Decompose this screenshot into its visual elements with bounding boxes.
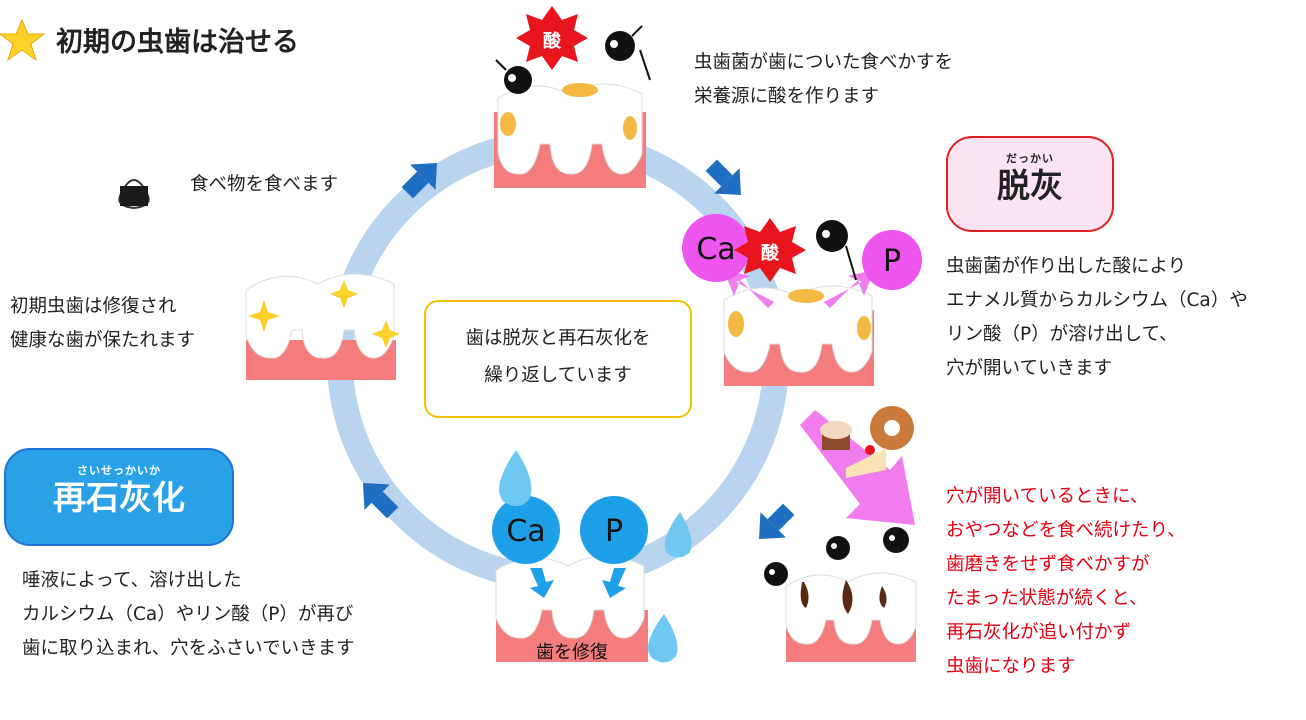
tooth-top — [494, 83, 646, 188]
step-eat-text: 食べ物を食べます — [190, 174, 339, 195]
acid-burst-right — [734, 218, 806, 282]
dissolve-arrows — [724, 270, 874, 308]
p-ion-magenta — [862, 230, 922, 290]
tooth-right — [723, 285, 874, 386]
p-label-blue: P — [605, 514, 623, 549]
page-title: 初期の虫歯は治せる — [56, 27, 299, 58]
arrow-top-right — [705, 159, 741, 195]
p-ion-blue — [580, 496, 648, 564]
tooth-left — [245, 273, 396, 380]
acid-label-top: 酸 — [543, 30, 562, 52]
ca-ion-magenta — [682, 214, 750, 282]
step-repaired-text: 初期虫歯は修復され 健康な歯が保たれます — [10, 296, 196, 351]
acid-burst-top — [516, 6, 588, 70]
warning-text: 穴が開いているときに、 おやつなどを食べ続けたり、 歯磨きをせず食べかすが たま… — [946, 486, 1186, 677]
saiseki-label: さいせっかいか 再石灰化 — [4, 448, 234, 546]
germs-cavity — [764, 527, 909, 586]
step-saiseki-text: 唾液によって、溶け出した カルシウム（Ca）やリン酸（P）が再び 歯に取り込まれ… — [22, 570, 355, 659]
cycle-arrows — [363, 159, 795, 539]
star-icon — [0, 18, 50, 62]
step-top-text: 虫歯菌が歯についた食べかすを 栄養源に酸を作ります — [694, 52, 954, 107]
onigiri-icon — [118, 179, 150, 210]
ca-ion-blue — [492, 496, 560, 564]
acid-label-right: 酸 — [761, 242, 780, 264]
arrow-bottom-right — [759, 503, 795, 539]
repair-label: 歯を修復 — [536, 642, 608, 663]
arrow-top-left — [401, 163, 437, 199]
germs-top — [495, 25, 651, 94]
absorb-arrows — [530, 568, 626, 598]
step-dakkai-text: 虫歯菌が作り出した酸により エナメル質からカルシウム（Ca）や リン酸（P）が溶… — [946, 256, 1248, 379]
saliva-drops — [499, 450, 692, 663]
dakkai-label: だっかい 脱灰 — [946, 136, 1114, 232]
sweets-icon — [820, 406, 914, 478]
sparkle-icons — [248, 280, 400, 348]
tooth-bottom — [495, 555, 648, 662]
ca-label-blue: Ca — [506, 514, 545, 549]
p-label-magenta: P — [883, 244, 901, 279]
center-message: 歯は脱灰と再石灰化を 繰り返しています — [424, 300, 692, 418]
tooth-cavity — [785, 572, 917, 662]
ca-label-magenta: Ca — [696, 232, 735, 267]
arrow-bottom-left — [363, 483, 399, 519]
germ-right — [816, 220, 857, 281]
